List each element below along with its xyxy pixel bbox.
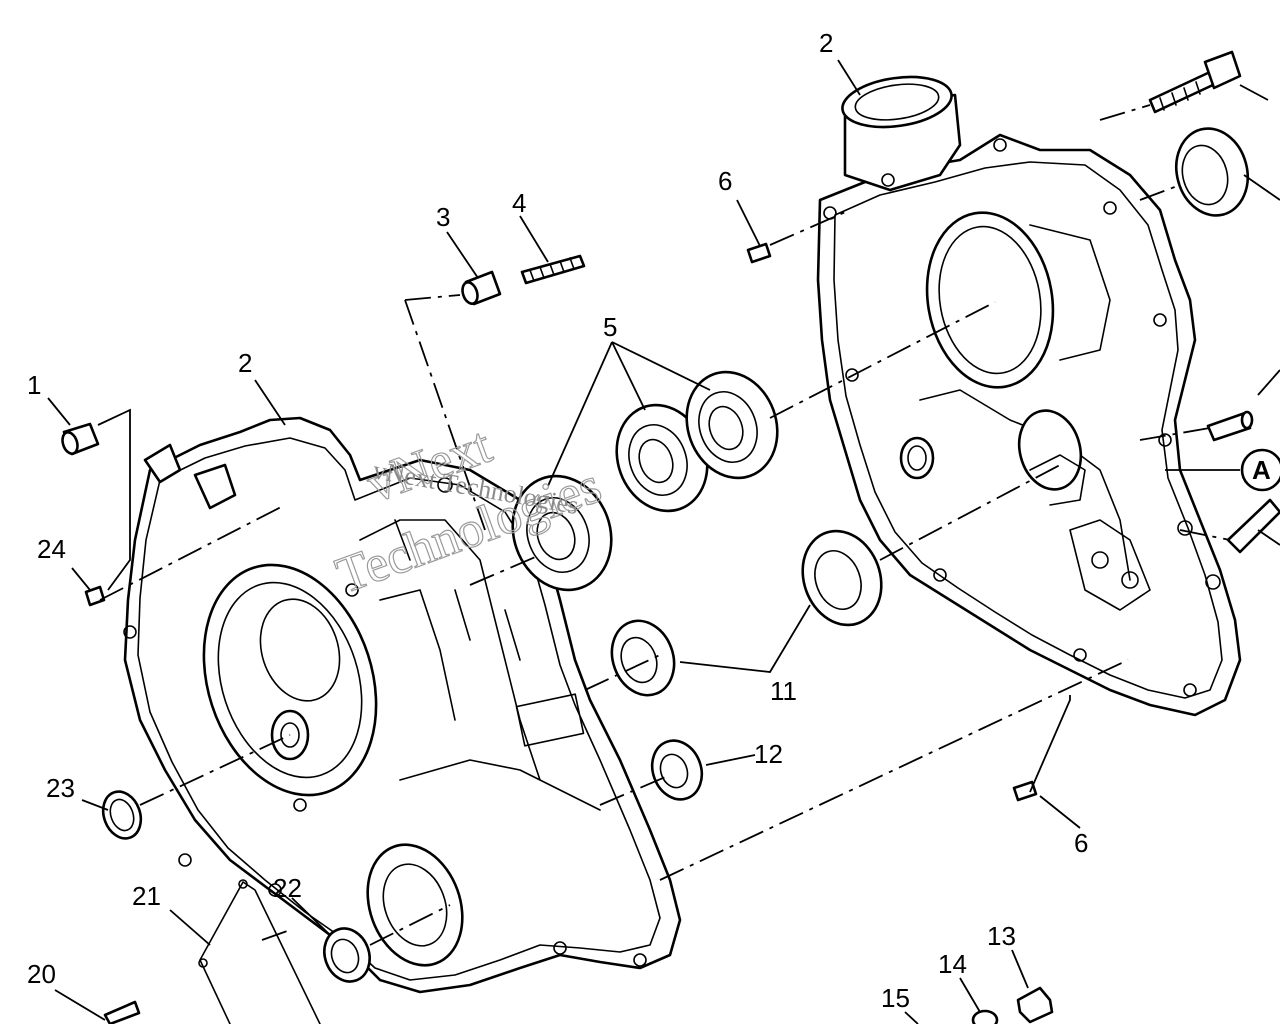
part-13-bolt [1016,986,1054,1024]
callout-12: 12 [754,739,783,769]
oil-seal-top-right [1175,127,1249,217]
callout-6-lower: 6 [1074,828,1088,858]
callouts: 1 2 2 3 4 5 6 6 11 12 13 14 15 20 21 22 … [27,28,1271,1013]
part-14-washer [971,1009,999,1024]
part-1-bushing [61,422,100,456]
callout-13: 13 [987,921,1016,951]
leader-lines [47,59,1280,1024]
part-5-bearing-a [511,474,613,592]
callout-11: 11 [770,676,797,706]
center-lines [99,104,1231,946]
part-11-bearing-lower [610,619,676,697]
part-5-bearing-c [685,370,779,480]
callout-2-left: 2 [238,348,252,378]
part-6-dowel-lower [1012,780,1038,802]
part-11-bearing-upper [801,529,883,627]
right-crankcase-half [816,75,1242,717]
part-12-bearing [650,739,704,801]
callout-22: 22 [273,873,302,903]
marker-a-circle [1240,448,1280,492]
callout-24: 24 [37,534,66,564]
part-4-stud [520,254,586,285]
part-20-screw [103,1000,141,1024]
callout-1: 1 [27,370,41,400]
callout-3: 3 [436,202,450,232]
callout-2-right: 2 [819,28,833,58]
dowel-right-case [1206,410,1254,442]
callout-20: 20 [27,959,56,989]
fitting-near-marker-a [1226,498,1280,554]
callout-14: 14 [938,949,967,979]
callout-6-upper: 6 [718,166,732,196]
bolt-top-right [1148,50,1242,114]
part-22-seal [323,927,371,983]
part-3-bushing [461,270,502,306]
callout-15: 15 [881,983,910,1013]
part-23-o-ring [101,790,143,840]
part-24-pin [84,585,106,607]
callout-4: 4 [512,188,526,218]
part-21-cover-plate [198,879,321,1024]
part-6-dowel-upper [746,242,772,264]
callout-5: 5 [603,312,617,342]
callout-a: A [1252,455,1271,485]
callout-23: 23 [46,773,75,803]
callout-21: 21 [132,881,161,911]
